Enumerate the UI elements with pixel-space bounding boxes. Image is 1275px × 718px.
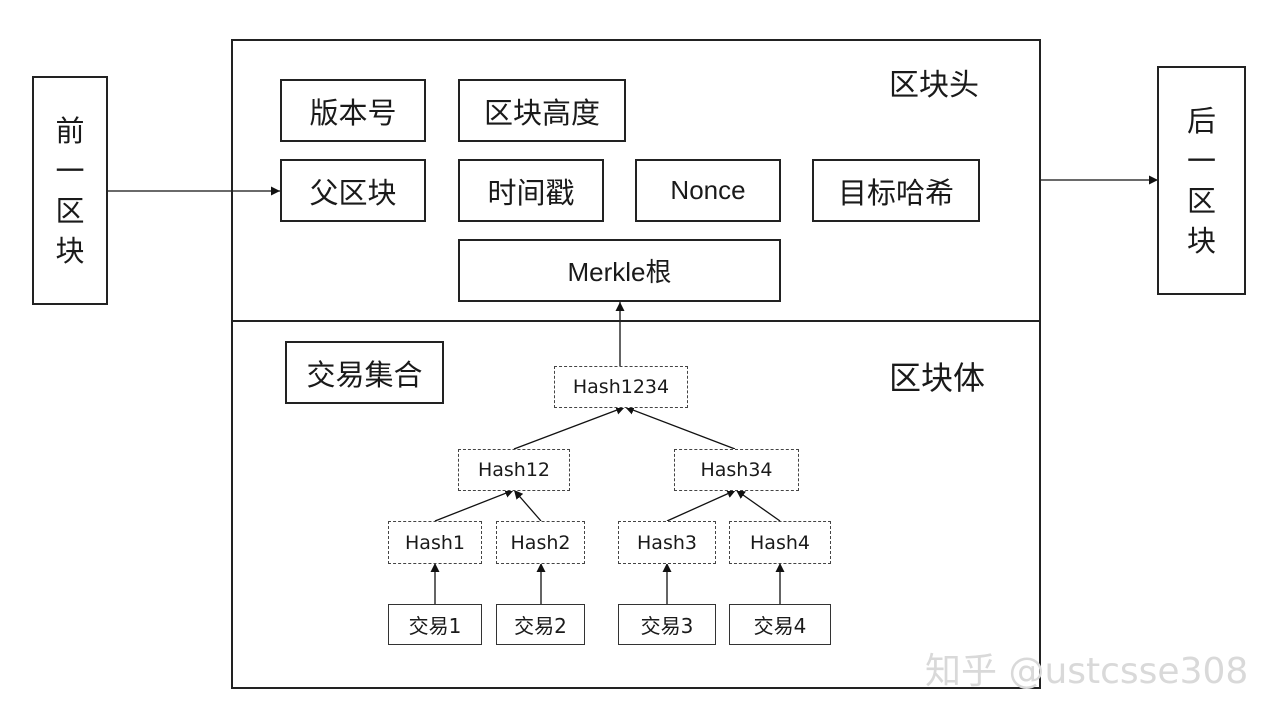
arrow-hash2-to-hash12 [513,489,542,522]
block-header-title: 区块头 [889,68,979,103]
arrow-hash34-to-root [624,406,736,450]
watermark: 知乎 @ustcsse308 [925,651,1249,692]
transaction-1: 交易1 [388,604,482,645]
hash-node-1: Hash1 [388,521,482,564]
transaction-3: 交易3 [618,604,716,645]
transaction-2: 交易2 [496,604,585,645]
arrow-hash4-to-hash34 [735,489,781,522]
hash-node-2: Hash2 [496,521,585,564]
hash-node-root: Hash1234 [554,366,688,408]
field-nonce: Nonce [635,159,781,222]
arrow-hash1-to-hash12 [434,489,515,522]
field-merkle-root: Merkle根 [458,239,781,302]
next-block: 后一区块 [1157,66,1246,295]
hash-node-34: Hash34 [674,449,799,491]
block-body-frame [231,320,1041,689]
field-timestamp: 时间戳 [458,159,604,222]
arrow-hash12-to-root [513,405,626,450]
transaction-4: 交易4 [729,604,831,645]
next-block-label: 后一区块 [1186,103,1216,258]
field-target-hash: 目标哈希 [812,159,980,222]
field-parent-block: 父区块 [280,159,426,222]
prev-block: 前一区块 [32,76,108,305]
hash-node-3: Hash3 [618,521,716,564]
field-block-height: 区块高度 [458,79,626,142]
prev-block-label: 前一区块 [55,113,85,268]
block-body-title: 区块体 [889,359,986,397]
transaction-set: 交易集合 [285,341,444,404]
hash-node-12: Hash12 [458,449,570,491]
arrow-hash3-to-hash34 [666,489,737,522]
field-version: 版本号 [280,79,426,142]
hash-node-4: Hash4 [729,521,831,564]
